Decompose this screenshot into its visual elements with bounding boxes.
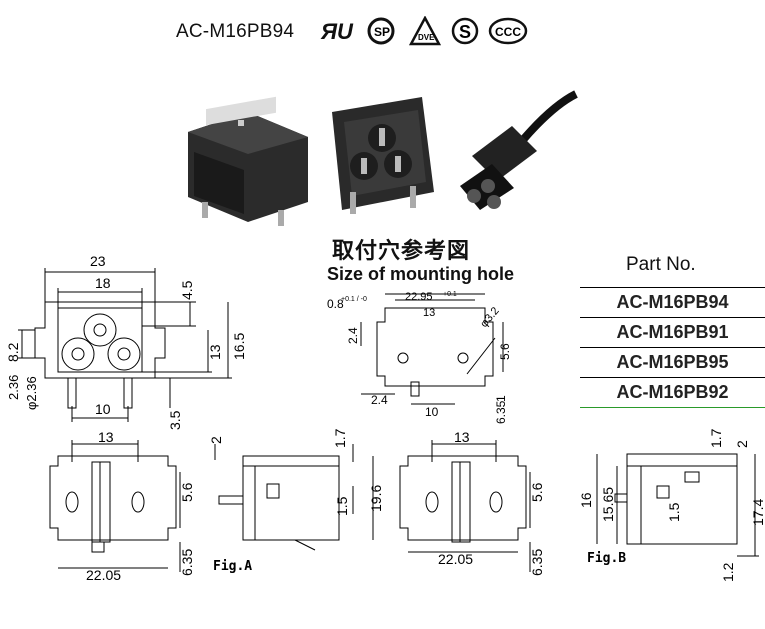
- dim-18: 18: [95, 275, 111, 291]
- s-mark-icon: S: [450, 16, 480, 46]
- dim-bottom-rr: 6.35: [494, 400, 508, 424]
- dim-bottom-r: 1: [494, 395, 508, 402]
- dim-22-05: 22.05: [86, 567, 121, 582]
- mounting-hole-title-en: Size of mounting hole: [327, 264, 514, 284]
- dim-1-7: 1.7: [708, 428, 724, 448]
- dim-1-5: 1.5: [334, 496, 350, 516]
- dim-19-6: 19.6: [368, 485, 384, 512]
- part-no-row: AC-M16PB95: [580, 347, 765, 377]
- dim-23: 23: [90, 253, 106, 269]
- dim-bottom-c: 10: [425, 405, 439, 419]
- dim-22-05: 22.05: [438, 551, 473, 567]
- dim-8-2: 8.2: [5, 342, 21, 362]
- dim-left-v: 2.4: [346, 327, 360, 344]
- svg-text:DVE: DVE: [418, 33, 435, 42]
- bottom-view-1: 13 5.6 6.35 22.05: [49, 432, 195, 582]
- dim-6-35: 6.35: [529, 549, 545, 576]
- dim-right-v: 5.6: [498, 343, 512, 360]
- product-photo-front: [322, 92, 442, 227]
- dim-top-tol: +0.1: [443, 291, 457, 298]
- dim-2-36: 2.36: [6, 375, 21, 400]
- dim-13: 13: [207, 344, 223, 360]
- dim-5-6: 5.6: [179, 482, 195, 502]
- dim-6-35: 6.35: [179, 549, 195, 576]
- part-no-table: AC-M16PB94 AC-M16PB91 AC-M16PB95 AC-M16P…: [580, 287, 765, 408]
- svg-text:S: S: [459, 22, 471, 42]
- dim-2: 2: [734, 440, 750, 448]
- dim-center: 13: [423, 307, 435, 319]
- dim-16: 16: [578, 492, 594, 508]
- csa-mark-icon: SP: [366, 16, 396, 46]
- fig-b-label: Fig.B: [587, 551, 626, 566]
- dim-13: 13: [454, 432, 470, 445]
- dim-15-65: 15.65: [600, 487, 616, 522]
- dim-2: 2: [208, 436, 224, 444]
- dim-13: 13: [98, 432, 114, 445]
- dim-10: 10: [95, 401, 111, 417]
- dim-hole: φ3.2: [478, 305, 502, 330]
- part-no-row: AC-M16PB91: [580, 317, 765, 347]
- mounting-hole-drawing: 0.8 +0.1 / -0 22.95 +0.1 13 φ3.2 2.4 5.6…: [327, 291, 512, 424]
- ccc-mark-icon: CCC: [488, 16, 528, 46]
- dim-1-2: 1.2: [720, 562, 736, 582]
- dim-bottom-l: 2.4: [371, 393, 388, 407]
- model-title: AC-M16PB94: [176, 21, 295, 42]
- dim-slot-tol: +0.1 / -0: [341, 296, 367, 303]
- bottom-view-2: 13 5.6 6.35 22.05: [399, 432, 545, 576]
- fig-a-label: Fig.A: [213, 559, 252, 574]
- part-no-row: AC-M16PB92: [580, 377, 765, 408]
- part-no-row: AC-M16PB94: [580, 287, 765, 317]
- power-cord-photo: [452, 86, 582, 221]
- dim-4-5: 4.5: [179, 280, 195, 300]
- mounting-hole-title-cn: 取付穴参考図: [332, 238, 471, 263]
- front-view-drawing: 23 18 4.5 13 16.5 8.2 2.36 φ2.36 10 3.5: [5, 253, 245, 430]
- svg-text:CCC: CCC: [495, 25, 521, 39]
- dim-5-6: 5.6: [529, 482, 545, 502]
- dim-phi-2-36: φ2.36: [24, 376, 39, 410]
- dim-1-7: 1.7: [332, 428, 348, 448]
- part-no-heading: Part No.: [626, 254, 696, 275]
- dim-3-5: 3.5: [167, 410, 183, 430]
- side-view-fig-b: 1.7 2 16 15.65 1.5 17.4 1.2 Fig.B: [578, 428, 765, 582]
- dim-top-width: 22.95: [405, 291, 433, 303]
- product-photo-angled: [178, 92, 318, 237]
- ur-mark-icon: ЯU: [318, 16, 358, 46]
- dim-1-5: 1.5: [666, 502, 682, 522]
- dim-17-4: 17.4: [750, 499, 765, 526]
- dim-slot: 0.8: [327, 297, 344, 311]
- vde-mark-icon: DVE: [408, 16, 442, 46]
- svg-text:SP: SP: [374, 25, 390, 39]
- svg-text:ЯU: ЯU: [320, 19, 354, 44]
- side-view-fig-a: 2 1.7 1.5 19.6 Fig.A: [208, 428, 384, 574]
- dim-16-5: 16.5: [231, 333, 245, 360]
